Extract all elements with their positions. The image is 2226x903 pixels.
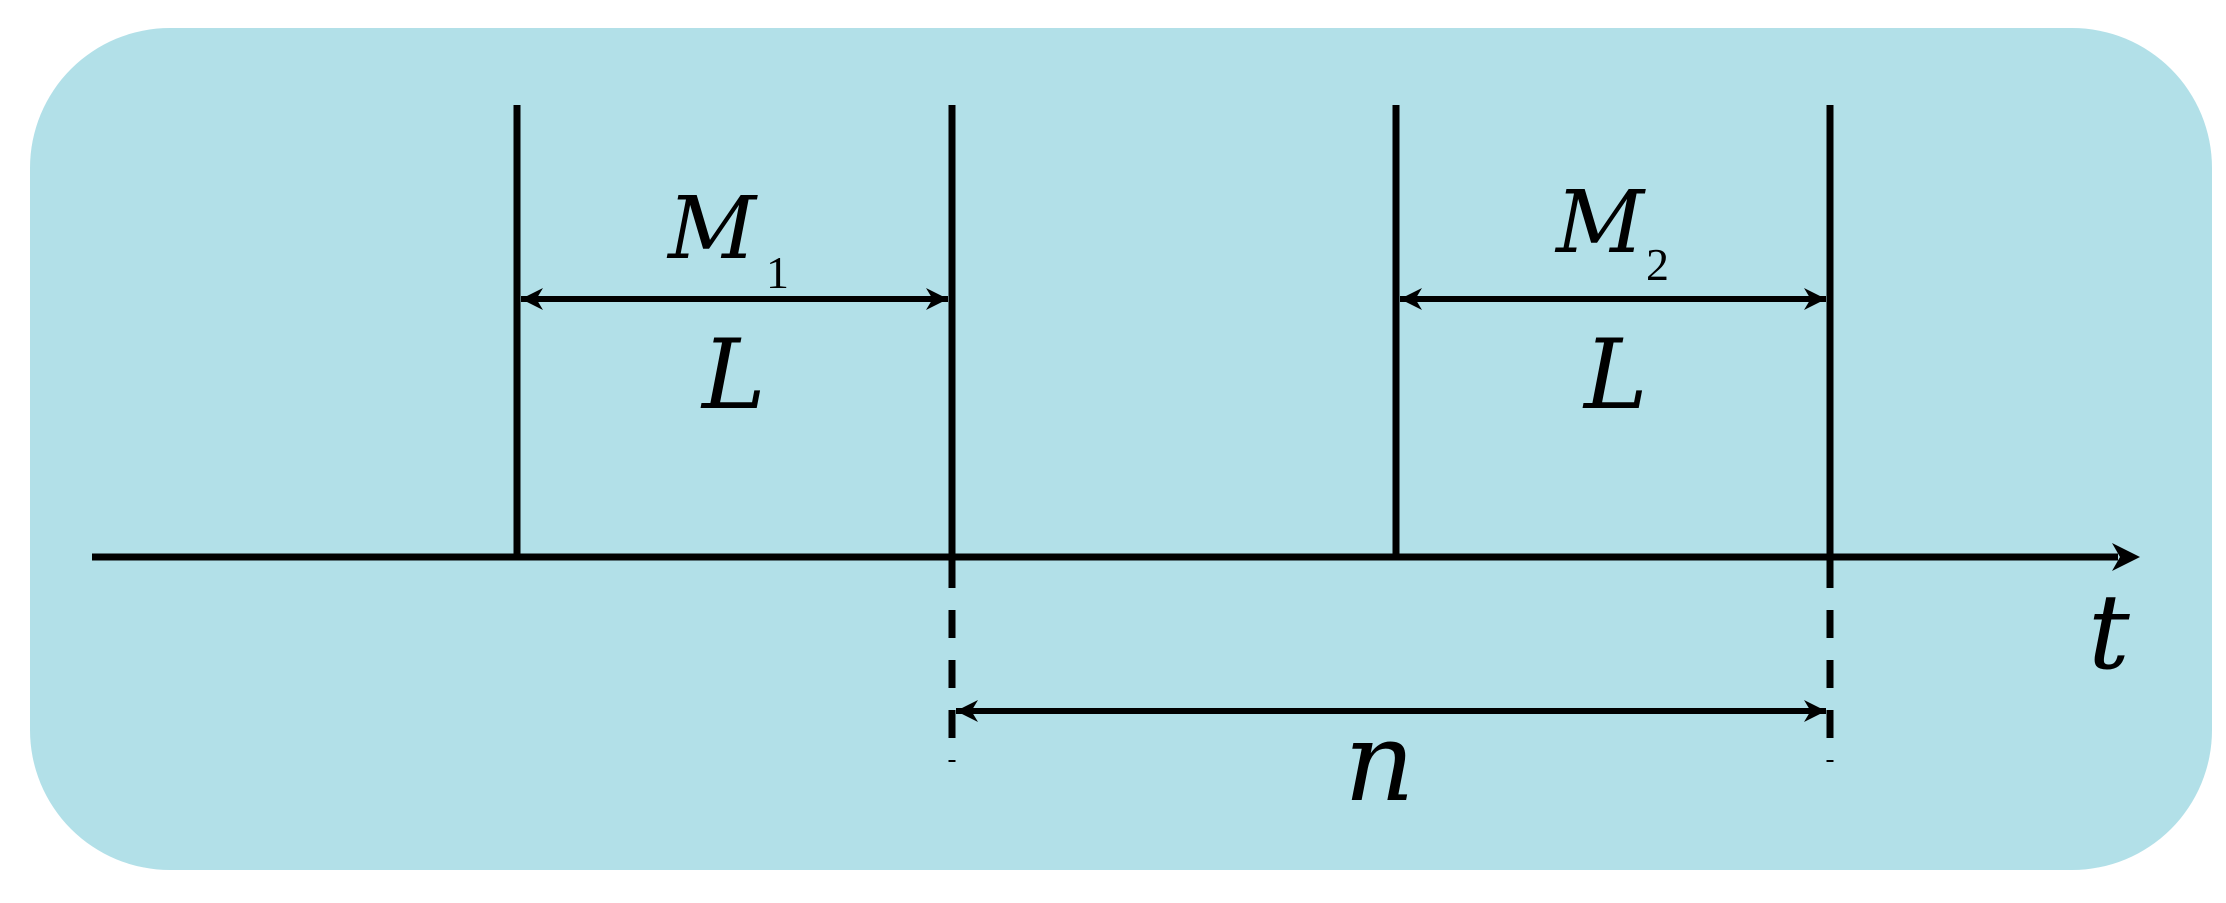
label-m1: M: [666, 179, 758, 279]
label-l-left: L: [700, 319, 766, 431]
axis-label-t: t: [2088, 571, 2130, 693]
axis-arrowhead-icon: [2112, 543, 2140, 571]
label-l-right: L: [1582, 319, 1648, 431]
label-m2: M: [1554, 173, 1646, 273]
diagram-panel: [30, 28, 2212, 870]
label-m1-subscript: 1: [766, 247, 789, 298]
label-m2-subscript: 2: [1646, 239, 1669, 290]
label-n: n: [1344, 698, 1415, 826]
